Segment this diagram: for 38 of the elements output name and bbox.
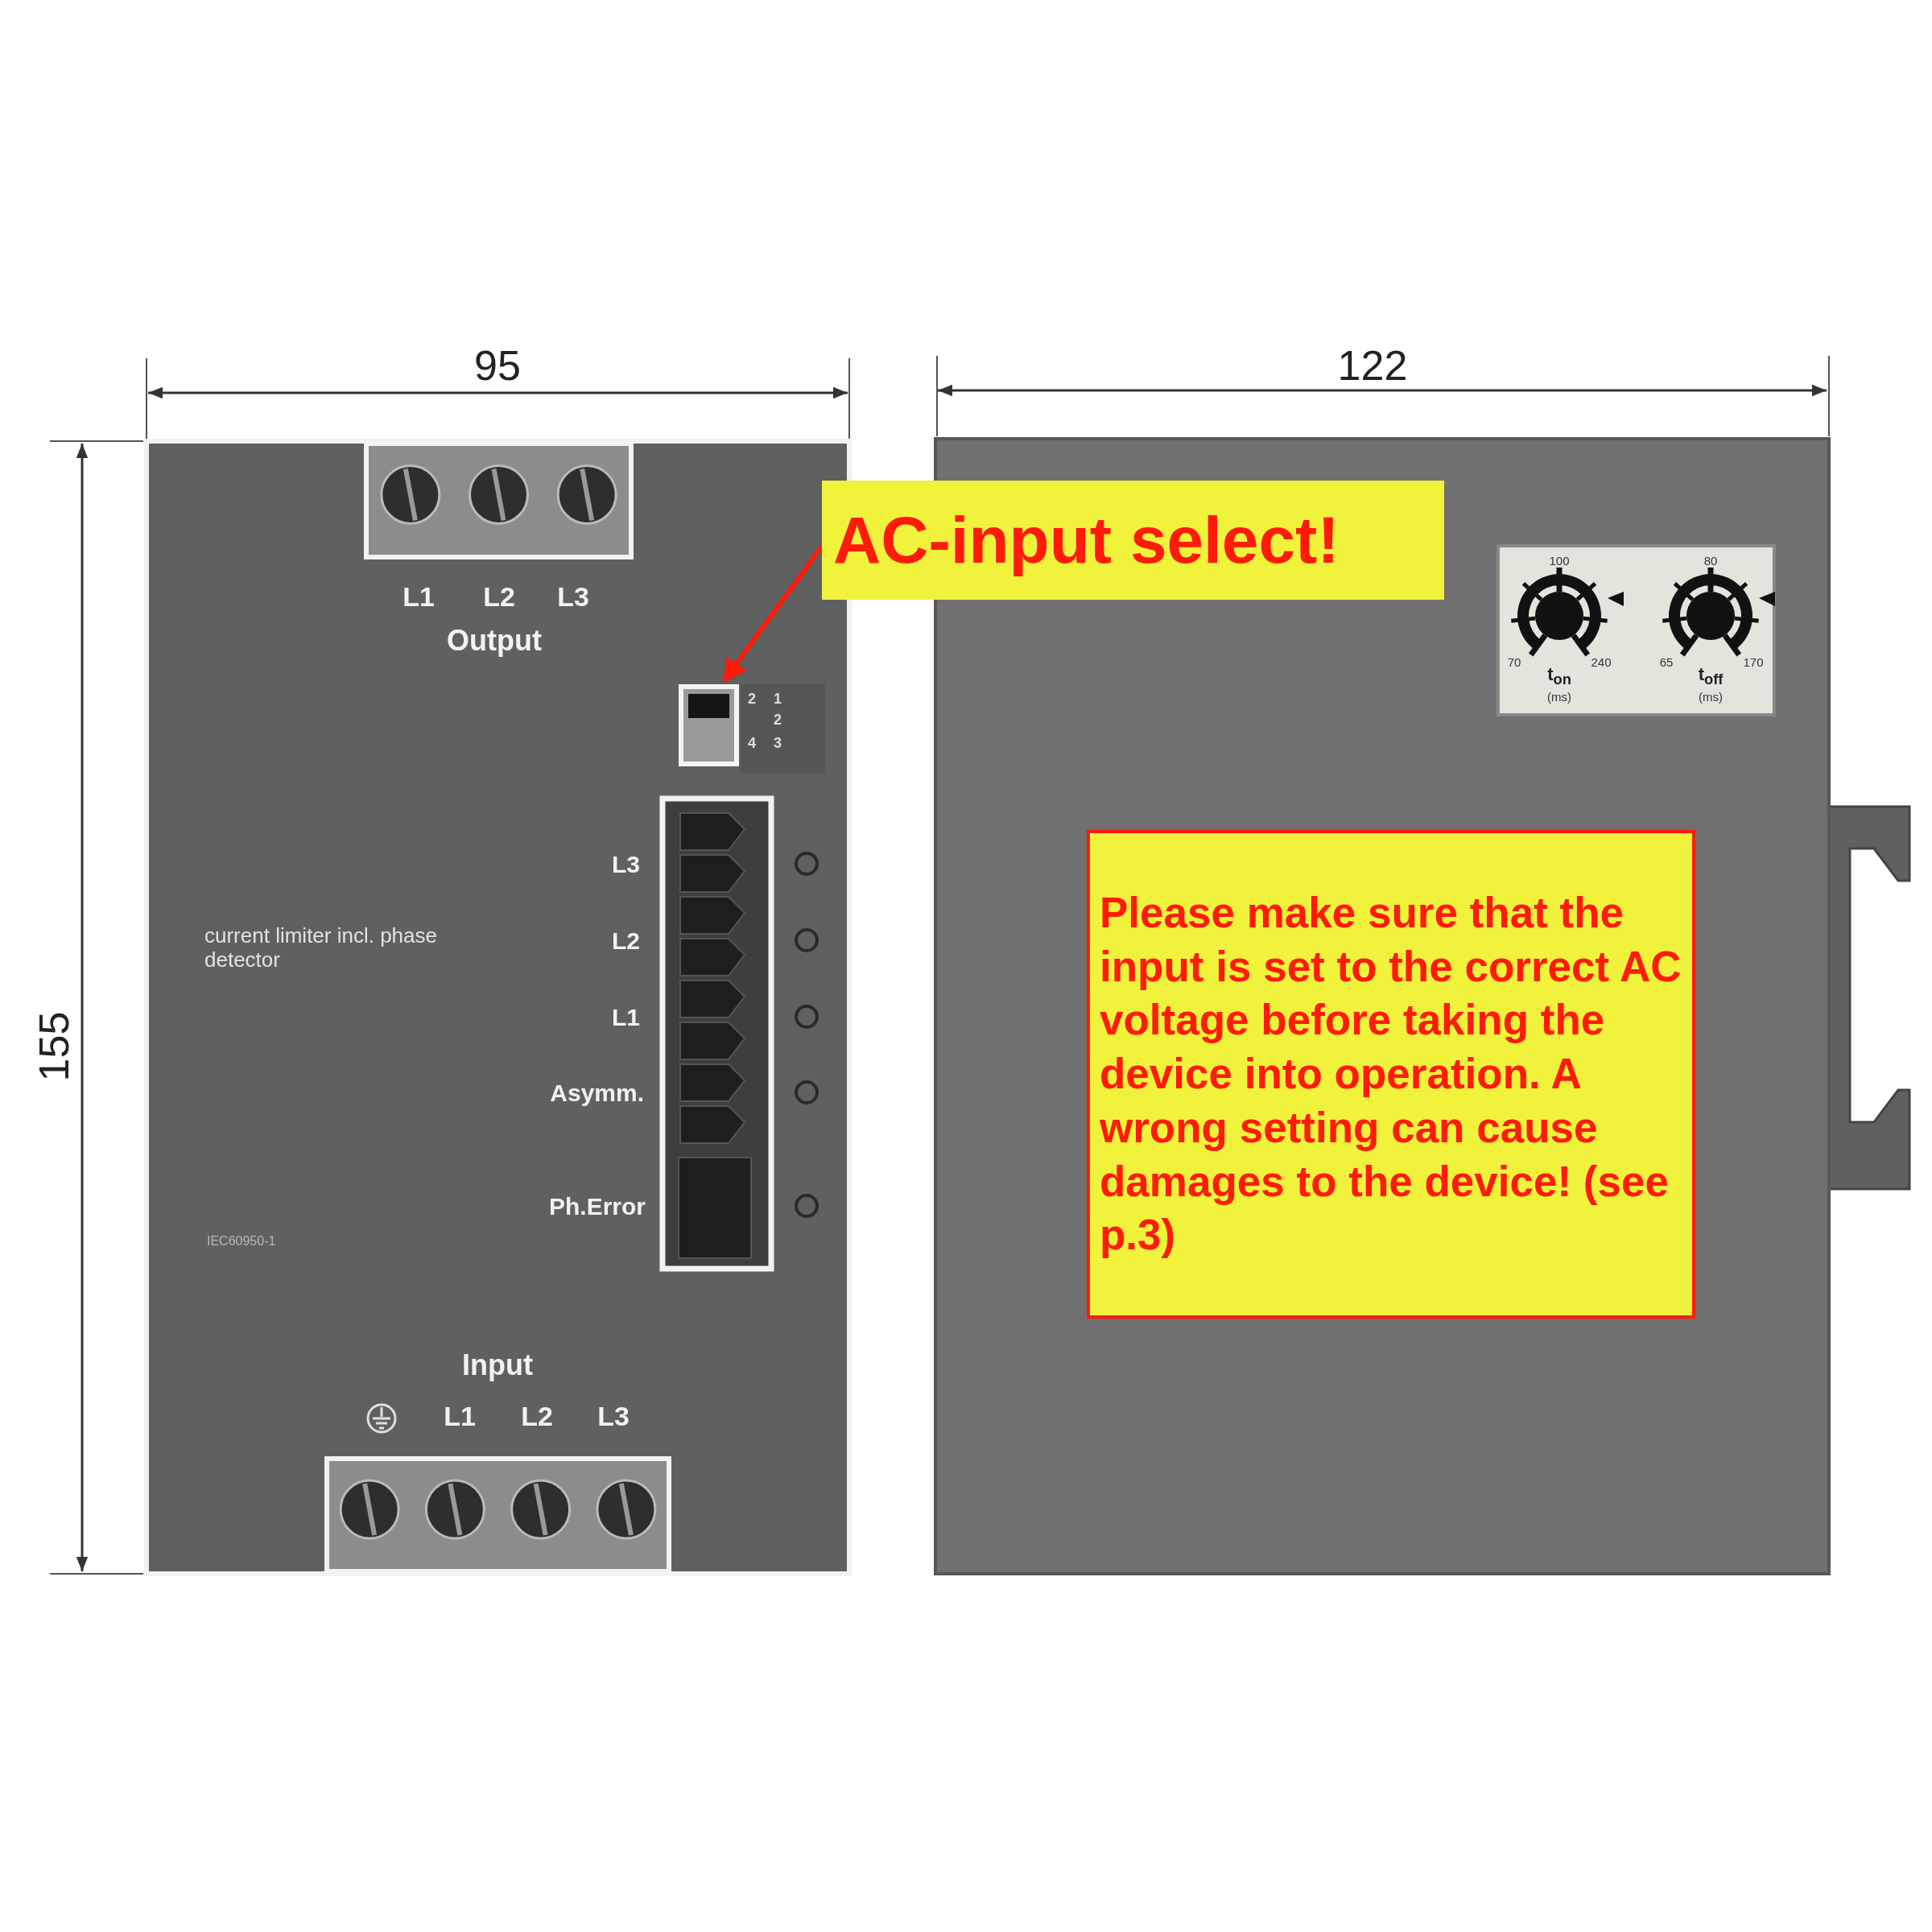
terminal-group-label: Input [462,1349,533,1381]
terminal-group-label: Output [447,625,542,657]
standard-label: IEC60950-1 [207,1234,276,1249]
signal-label: L1 [612,1003,640,1030]
knob-label: t$_{off}$ [1698,664,1724,688]
signal-label: Asymm. [550,1079,644,1106]
selector-switch [679,684,739,766]
switch-position-label: 3 [774,736,782,752]
signal-label: L3 [612,850,640,877]
warning-box [1087,830,1695,1319]
terminal-label: L3 [557,582,589,613]
terminal-label: L1 [444,1402,476,1432]
switch-position-label: 2 [774,712,782,729]
scale-label: 100 [1549,554,1570,568]
unit-label: (ms) [1547,690,1571,704]
dimension-label: 155 [31,1011,78,1082]
switch-position-label: 4 [748,736,756,752]
dimension-label: 95 [474,343,521,390]
scale-label: 170 [1743,655,1764,670]
signal-label: L2 [612,927,640,954]
scale-label: 70 [1507,655,1521,670]
knob-label: t$_{on}$ [1547,664,1571,688]
terminal-label: L1 [402,582,435,613]
signal-label: Ph.Error [548,1192,646,1220]
unit-label: (ms) [1699,690,1723,704]
terminal-label: L2 [483,582,515,613]
warning-note: Please make sure that the input is set to the correct AC voltage before taking the device into operation. A wrong setting can cause damages to the device! (see p.3) [1100,887,1682,1261]
terminal-label: L3 [597,1402,630,1432]
terminal-label: L2 [521,1402,553,1432]
callout-label: AC-input select! [833,502,1340,579]
switch-position-label: 1 [774,691,782,708]
dimension-label: 122 [1337,343,1408,390]
scale-label: 240 [1591,655,1612,670]
scale-label: 65 [1659,655,1674,670]
callout-box [822,481,1444,600]
device-description: current limiter incl. phase detector [204,924,438,972]
switch-position-label: 2 [748,691,756,708]
scale-label: 80 [1703,554,1718,568]
